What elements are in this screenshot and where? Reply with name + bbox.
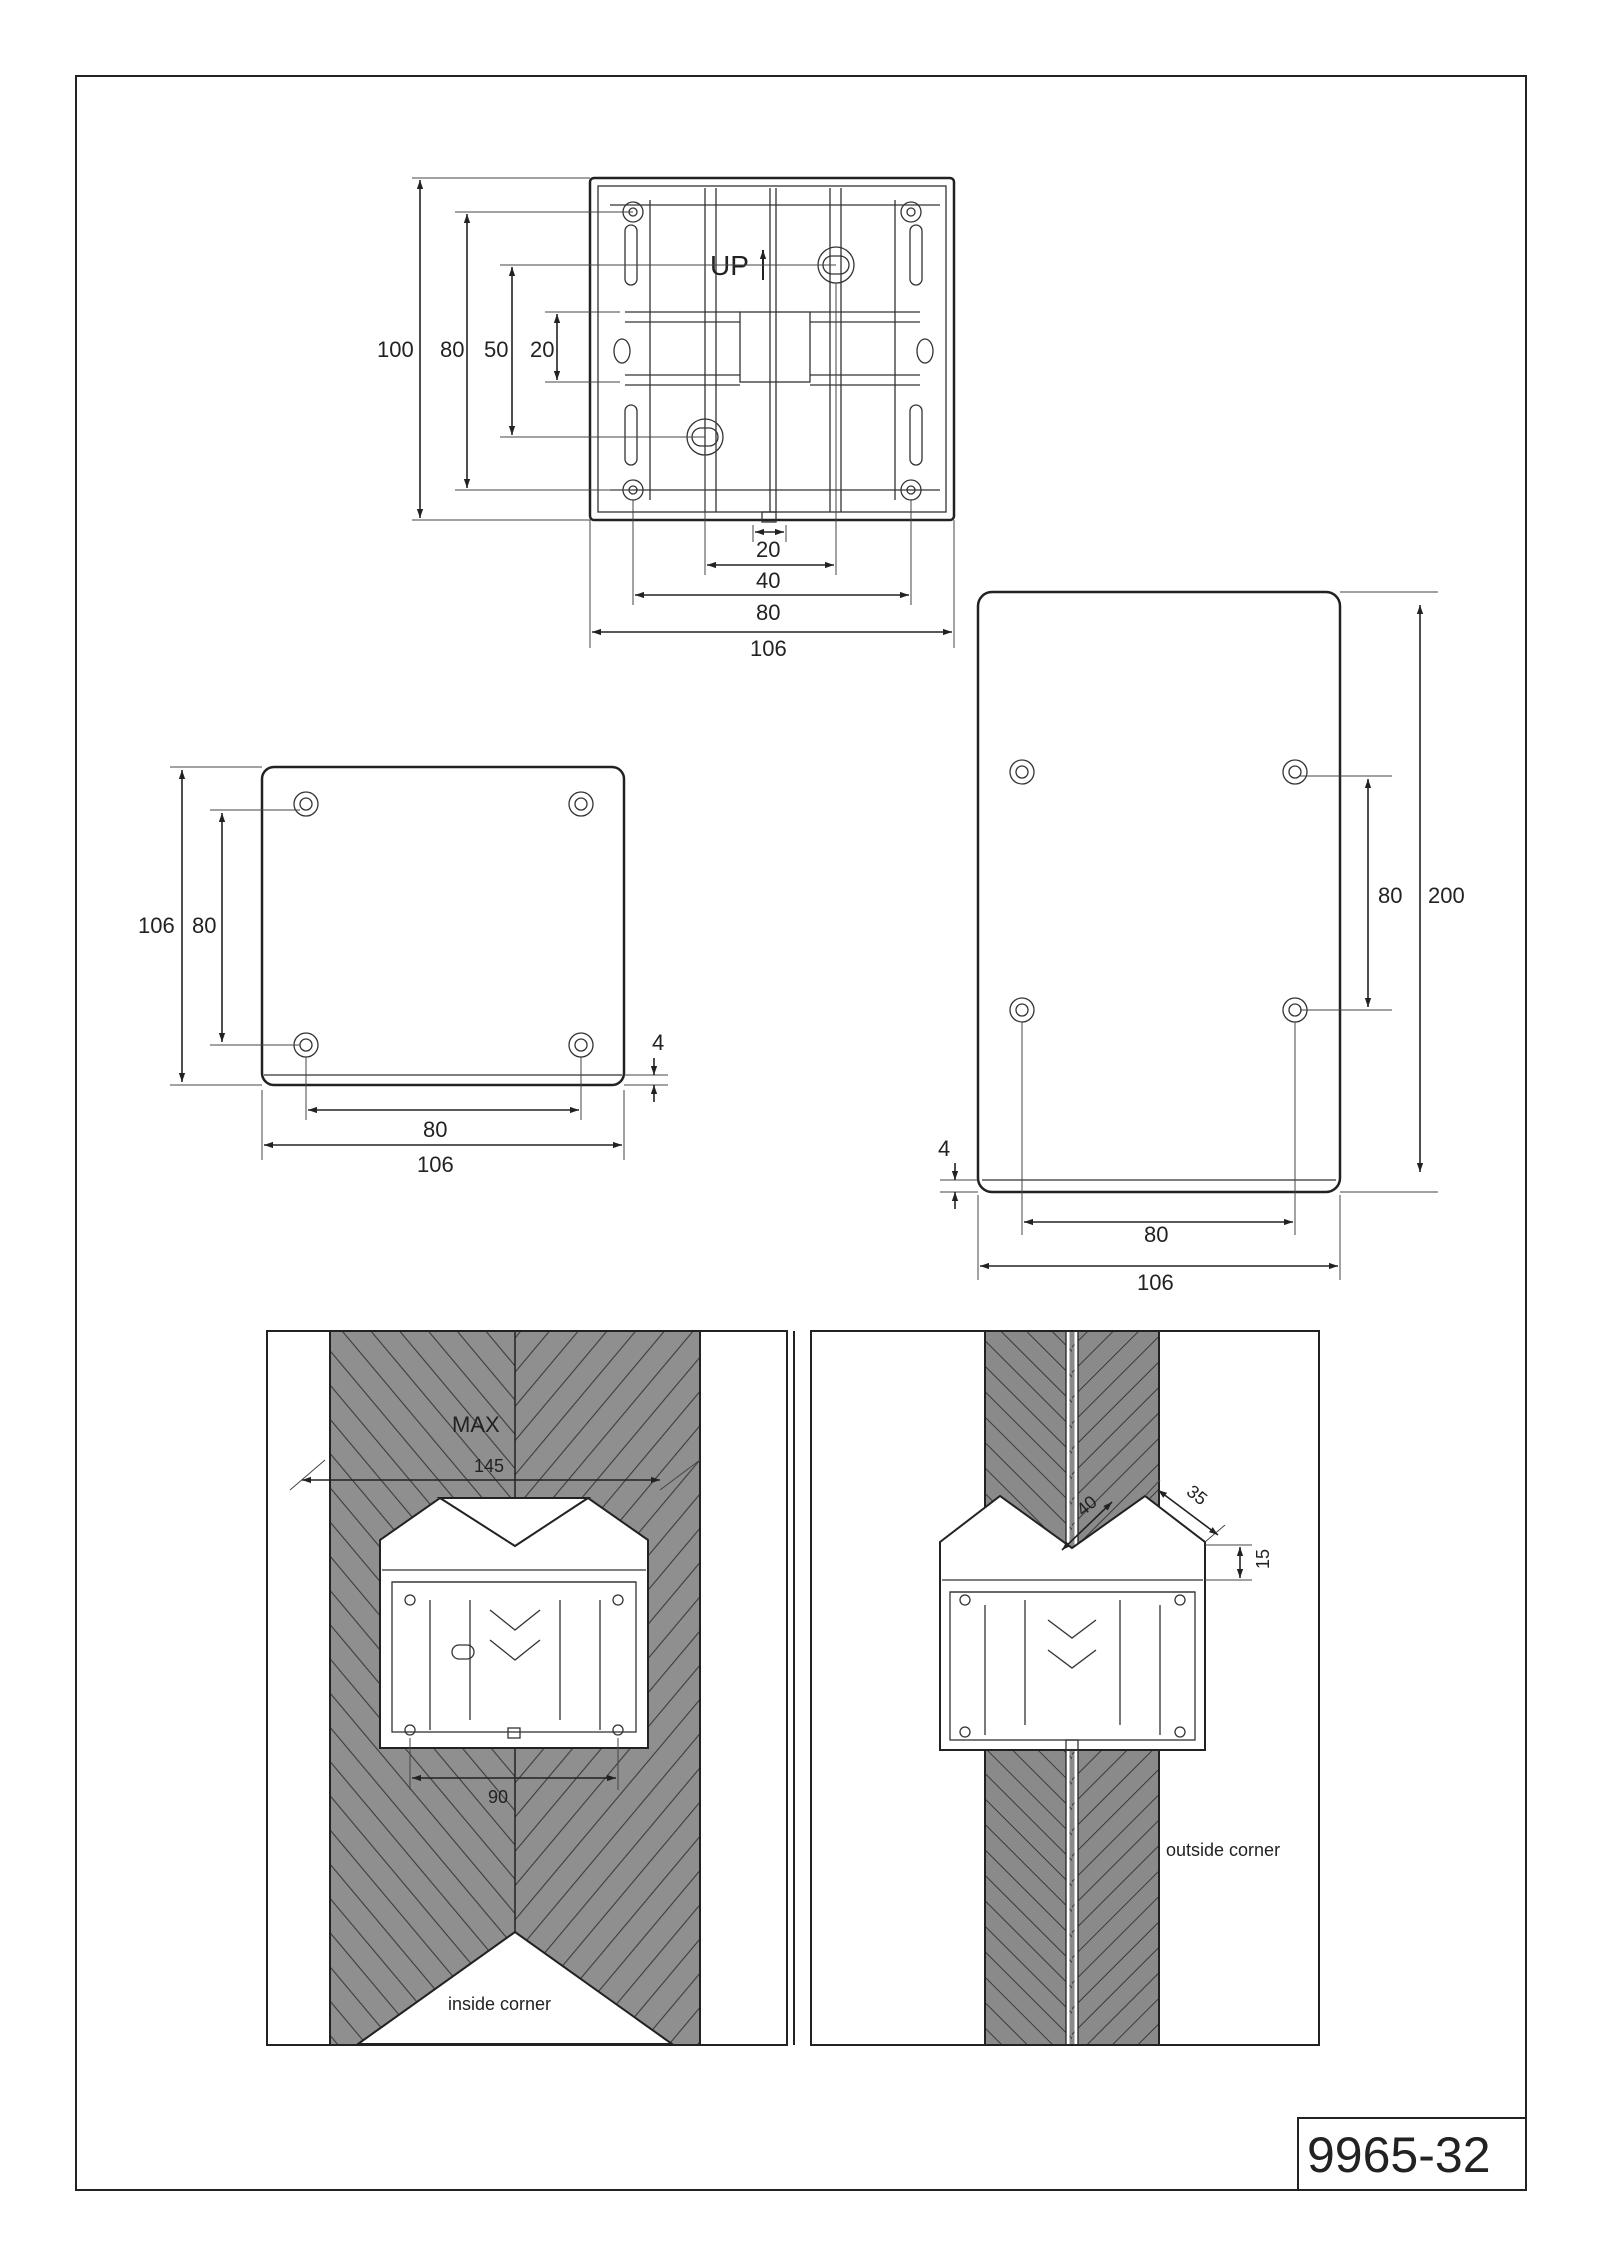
tall-plate-dim-height: 200 — [1428, 883, 1465, 908]
back-box-dim-width: 106 — [750, 636, 787, 661]
back-box-dim-knockout-width: 20 — [756, 537, 780, 562]
square-plate-outline — [260, 765, 626, 1087]
tall-plate-dim-thickness: 4 — [938, 1136, 950, 1161]
title-block — [1297, 2117, 1527, 2191]
inside-corner-view: MAX 145 90 inside corner — [266, 1330, 795, 2046]
inside-corner-max-label: MAX — [452, 1412, 500, 1437]
back-box-dim-height: 100 — [377, 337, 414, 362]
inside-corner-max-value: 145 — [474, 1456, 504, 1476]
back-box-dim-keyhole-width: 40 — [756, 568, 780, 593]
tall-plate-dim-screw-vertical: 80 — [1378, 883, 1402, 908]
back-box-dim-knockout-vertical: 20 — [530, 337, 554, 362]
outside-corner-caption: outside corner — [1166, 1840, 1280, 1860]
back-box-dim-screw-vertical: 80 — [440, 337, 464, 362]
square-plate-dim-height: 106 — [138, 913, 175, 938]
square-plate-dim-screw-width: 80 — [423, 1117, 447, 1142]
sheet-border — [75, 75, 1527, 2191]
tall-plate-view: 80 200 4 80 106 — [938, 590, 1465, 1295]
inside-corner-screw-spacing: 90 — [488, 1787, 508, 1807]
back-box-view: UP 100 80 50 20 20 — [377, 176, 956, 661]
square-plate-dim-thickness: 4 — [652, 1030, 664, 1055]
back-box-dim-screw-width: 80 — [756, 600, 780, 625]
outside-corner-view: 40 35 15 outside corner — [810, 1330, 1320, 2046]
back-box-dim-keyhole-vertical: 50 — [484, 337, 508, 362]
square-plate-dim-width: 106 — [417, 1152, 454, 1177]
outside-corner-dim-c: 15 — [1253, 1549, 1273, 1569]
center-knockout — [739, 311, 811, 383]
tall-plate-dim-width: 106 — [1137, 1270, 1174, 1295]
tall-plate-outline — [976, 590, 1342, 1194]
square-plate-dim-screw-vertical: 80 — [192, 913, 216, 938]
square-plate-view: 106 80 4 80 106 — [138, 765, 668, 1177]
screw-boss — [900, 201, 922, 223]
back-box-outline — [588, 176, 956, 522]
drawing-number: 9965-32 — [1307, 2127, 1491, 2183]
inside-corner-caption: inside corner — [448, 1994, 551, 2014]
tall-plate-dim-screw-width: 80 — [1144, 1222, 1168, 1247]
